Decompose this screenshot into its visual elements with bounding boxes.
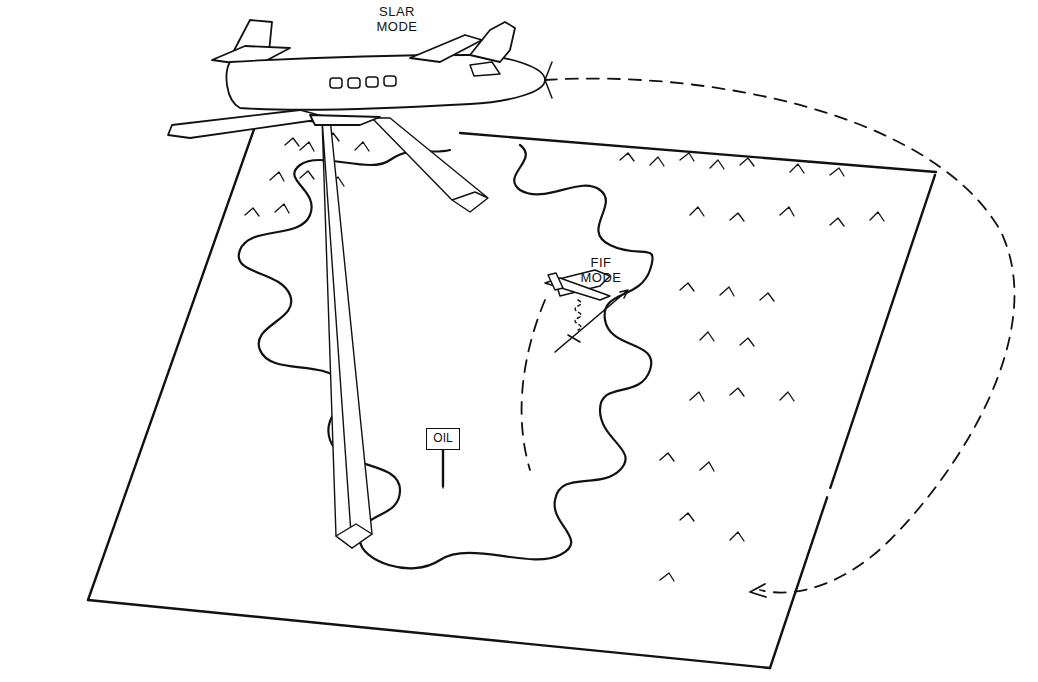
- mode-label: FIF MODE: [578, 255, 624, 285]
- sign-board: OIL: [426, 428, 460, 450]
- mode-label: SLAR MODE: [372, 4, 422, 34]
- sign-text: OIL: [432, 431, 454, 445]
